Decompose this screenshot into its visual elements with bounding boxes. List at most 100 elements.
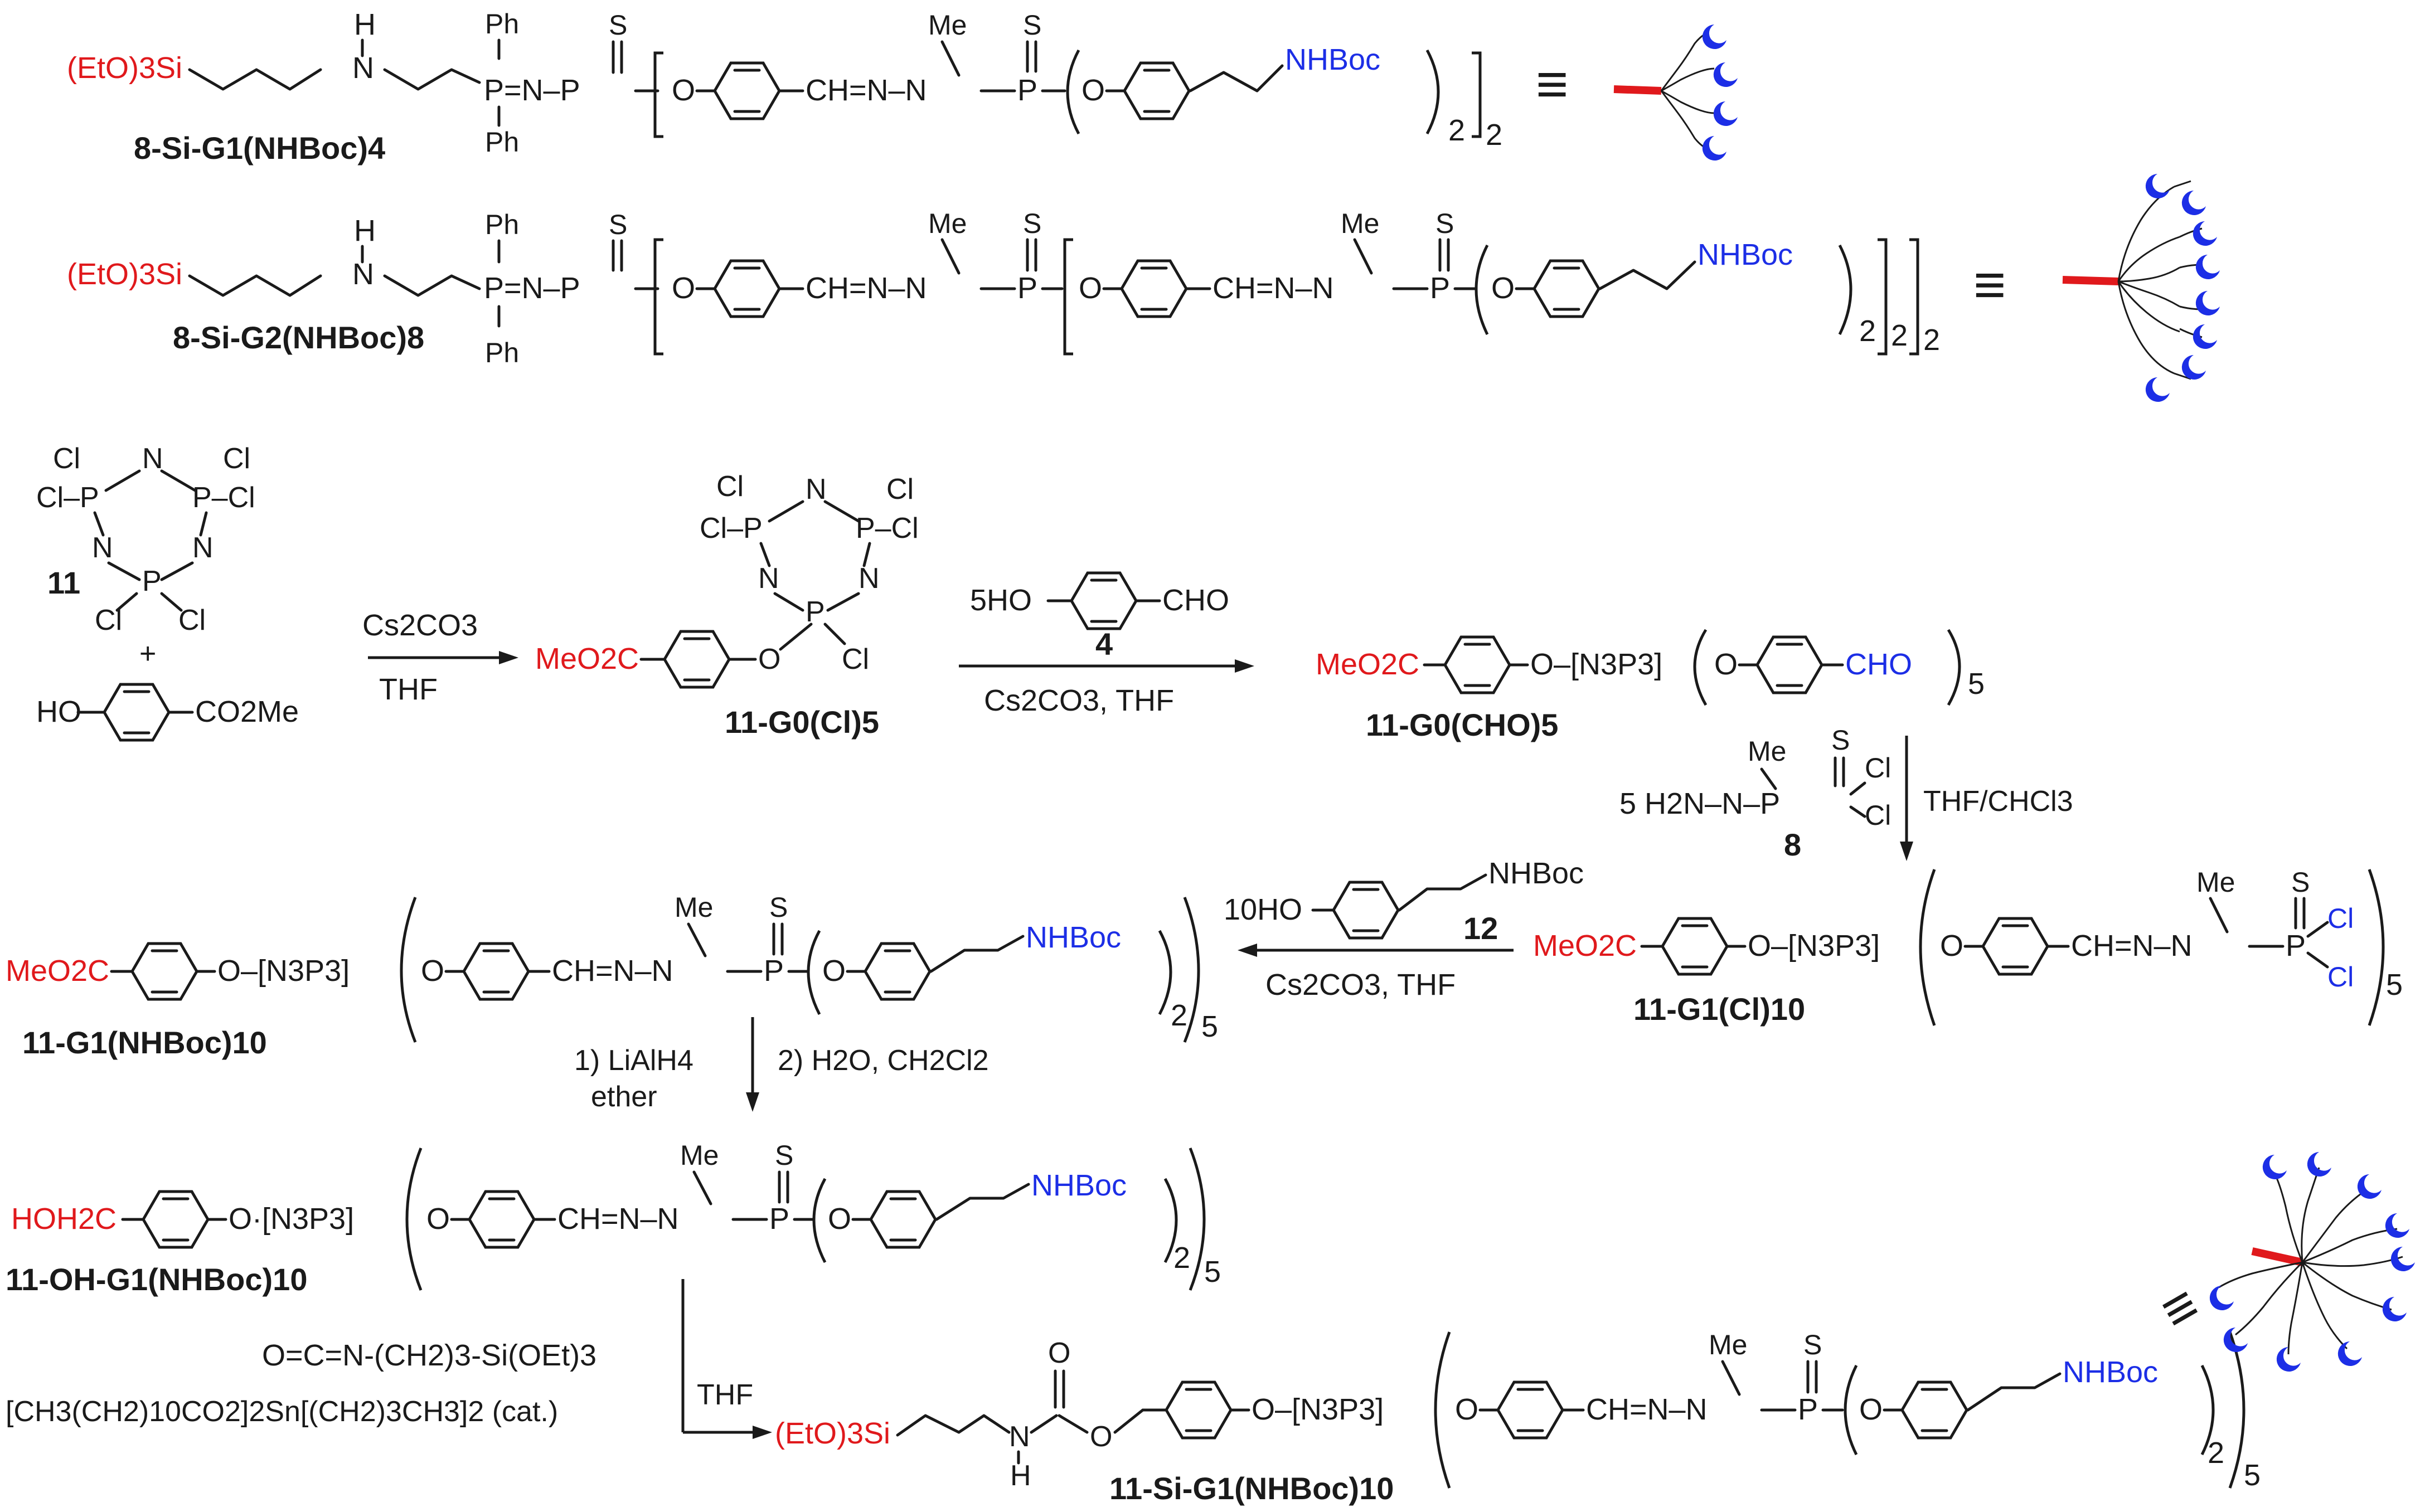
chem-text: Cl–P bbox=[36, 482, 99, 514]
chem-text: S bbox=[1831, 725, 1850, 756]
chem-text: N bbox=[806, 473, 827, 505]
chem-text: H bbox=[1010, 1460, 1031, 1492]
chem-text: Me bbox=[1748, 736, 1786, 767]
chem-text: O·[N3P3] bbox=[229, 1202, 354, 1236]
chem-text: N bbox=[352, 257, 374, 291]
chem-text: Cl bbox=[886, 473, 914, 505]
chem-text: Me bbox=[680, 1140, 719, 1171]
chem-text: H bbox=[354, 214, 376, 247]
chem-text: 1) LiAlH4 bbox=[574, 1044, 693, 1077]
chem-text: N bbox=[142, 443, 163, 475]
chem-text: N bbox=[352, 51, 374, 85]
chem-text: P bbox=[769, 1202, 789, 1236]
chem-text: N bbox=[1009, 1421, 1030, 1453]
chem-text: Cs2CO3, THF bbox=[984, 684, 1174, 717]
chem-text: MeO2C bbox=[535, 642, 639, 675]
chem-text: CH=N–N bbox=[1586, 1393, 1708, 1426]
chem-text: N bbox=[192, 532, 214, 564]
chem-text: [CH3(CH2)10CO2]2Sn[(CH2)3CH3]2 (cat.) bbox=[6, 1396, 558, 1428]
chem-text: (EtO)3Si bbox=[67, 257, 182, 291]
chem-text: S bbox=[609, 9, 627, 41]
step-1: Cl Cl–P N P–Cl Cl N N P Cl Cl 11 + HO CO… bbox=[36, 443, 919, 740]
chem-text: ≡ bbox=[1536, 53, 1568, 115]
chem-text: 2) H2O, CH2Cl2 bbox=[778, 1044, 989, 1077]
chem-text: Cl bbox=[178, 604, 206, 636]
chem-text: 11-G0(CHO)5 bbox=[1366, 707, 1558, 742]
chem-text: Me bbox=[928, 9, 967, 41]
chem-text: NHBoc bbox=[1285, 43, 1380, 76]
chem-text: Ph bbox=[485, 127, 519, 158]
chem-text: Ph bbox=[485, 209, 519, 240]
chem-text: MeO2C bbox=[1316, 648, 1419, 681]
step-5: 1) LiAlH4 ether 2) H2O, CH2Cl2 HOH2C O·[… bbox=[6, 1017, 1221, 1297]
chem-text: O bbox=[1714, 648, 1738, 681]
chem-text: Me bbox=[675, 892, 713, 923]
chem-text: P–Cl bbox=[856, 512, 919, 544]
chem-text: Cs2CO3, THF bbox=[1265, 968, 1456, 1001]
chem-text: HOH2C bbox=[11, 1202, 117, 1236]
chem-text: S bbox=[1023, 9, 1041, 41]
step-6: O=C=N-(CH2)3-Si(OEt)3 [CH3(CH2)10CO2]2Sn… bbox=[6, 1152, 2415, 1506]
chem-text: 2 bbox=[1486, 118, 1502, 152]
chem-text: 10HO bbox=[1224, 893, 1302, 926]
chem-text: P bbox=[2286, 929, 2306, 962]
chem-text: 5 bbox=[2386, 968, 2403, 1001]
chem-text: O bbox=[1081, 74, 1105, 107]
chem-text: O–[N3P3] bbox=[1252, 1393, 1384, 1426]
chem-text: 11-Si-G1(NHBoc)10 bbox=[1109, 1471, 1394, 1506]
chem-text: Cl bbox=[2327, 903, 2354, 934]
chem-text: O bbox=[1491, 271, 1515, 305]
chem-text: MeO2C bbox=[1533, 929, 1637, 962]
compound-label: 8-Si-G1(NHBoc)4 bbox=[134, 130, 385, 166]
chem-text: Ph bbox=[485, 337, 519, 368]
chem-text: Cl bbox=[2327, 961, 2354, 993]
chem-text: O bbox=[672, 271, 695, 305]
chem-text: Me bbox=[1341, 208, 1379, 239]
step-4: 10HO NHBoc 12 Cs2CO3, THF MeO2C O–[N3P3]… bbox=[6, 857, 1584, 1060]
chem-text: 2 bbox=[1923, 323, 1940, 357]
chem-text: Cl bbox=[716, 470, 744, 503]
chem-text: 12 bbox=[1463, 911, 1498, 946]
chem-text: O–[N3P3] bbox=[1748, 929, 1880, 962]
chem-text: 11-G1(NHBoc)10 bbox=[22, 1025, 267, 1060]
chem-text: NHBoc bbox=[1026, 921, 1121, 954]
hexachlorocyclotriphosphazene: Cl Cl–P N P–Cl Cl N N P Cl Cl bbox=[36, 443, 255, 636]
chem-text: 4 bbox=[1095, 626, 1113, 662]
chem-text: Cl bbox=[223, 443, 250, 475]
chem-text: O bbox=[1455, 1393, 1478, 1426]
chem-text: (EtO)3Si bbox=[775, 1417, 890, 1450]
chem-text: O bbox=[828, 1202, 851, 1236]
dendrimer-g1-icon bbox=[1613, 25, 1738, 161]
chem-text: CH=N–N bbox=[552, 954, 673, 988]
chem-text: 8-Si-G2(NHBoc)8 bbox=[173, 320, 424, 355]
chem-text: Cs2CO3 bbox=[362, 609, 478, 642]
chem-text: Me bbox=[2196, 867, 2235, 898]
chem-text: Cl bbox=[1865, 800, 1891, 831]
chem-text: O bbox=[421, 954, 444, 988]
chem-text: 5 bbox=[1204, 1255, 1221, 1289]
chem-text: S bbox=[769, 892, 788, 923]
chem-text: Ph bbox=[485, 8, 519, 40]
chem-text: H bbox=[354, 8, 376, 41]
chem-text: O bbox=[1090, 1421, 1112, 1453]
chem-text: P–Cl bbox=[192, 482, 255, 514]
chem-text: CH=N–N bbox=[806, 271, 927, 305]
chem-text: CH=N–N bbox=[806, 74, 927, 107]
chem-text: 5 H2N–N–P bbox=[1619, 787, 1780, 820]
chem-text: O bbox=[1859, 1393, 1883, 1426]
chem-text: THF/CHCl3 bbox=[1923, 785, 2073, 818]
chem-text: 5 bbox=[1968, 667, 1985, 701]
chem-text: S bbox=[1803, 1329, 1822, 1360]
chem-text: N bbox=[758, 562, 779, 595]
compound-8-si-g2: (EtO)3Si H N Ph P=N–P Ph S O CH=N–N Me P… bbox=[67, 174, 2220, 402]
chem-text: CHO bbox=[1162, 584, 1229, 617]
chem-text: 11-G0(Cl)5 bbox=[725, 704, 879, 740]
chem-text: O bbox=[1079, 271, 1102, 305]
chem-text: Me bbox=[1709, 1329, 1747, 1360]
chem-text: HO bbox=[36, 695, 81, 728]
chem-text: 2 bbox=[1859, 314, 1876, 348]
chem-text: 5HO bbox=[970, 584, 1032, 617]
chem-text: S bbox=[609, 209, 627, 240]
chem-text: O bbox=[672, 74, 695, 107]
chem-text: Cl–P bbox=[700, 512, 763, 544]
